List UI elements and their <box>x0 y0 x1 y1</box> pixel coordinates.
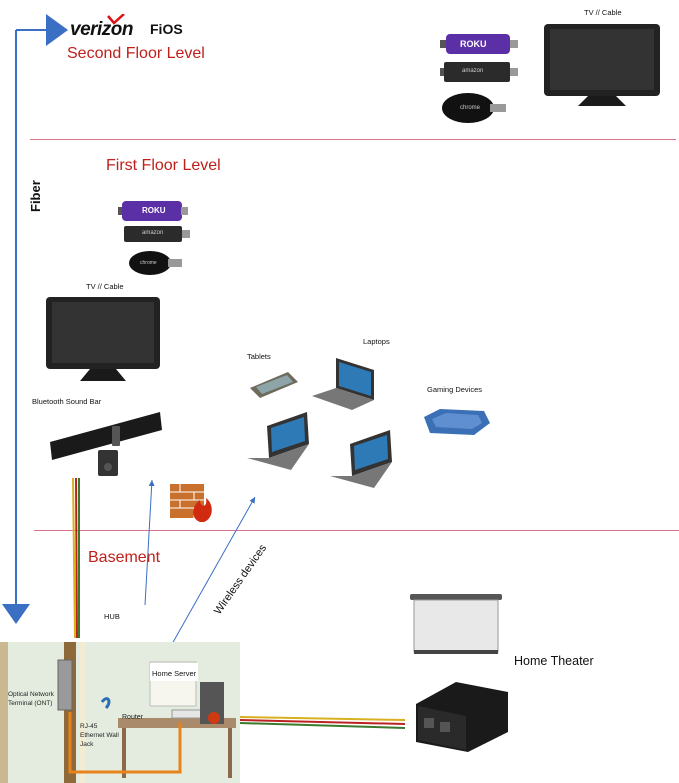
amazon-first-label: amazon <box>142 230 164 236</box>
av-receiver-icon <box>416 682 508 757</box>
router-label: Router <box>122 714 144 721</box>
roku-stick-icon: ROKU <box>440 32 520 61</box>
ont-label: Optical Network Terminal (ONT) <box>8 691 54 707</box>
verizon-wordmark: verizon <box>70 19 134 40</box>
home-theater-label: Home Theater <box>514 654 594 668</box>
wireless-arrow <box>162 496 256 661</box>
tablet-icon <box>250 368 300 405</box>
second-floor-title: Second Floor Level <box>67 45 205 62</box>
hub-to-soundbar-arrow <box>144 479 155 606</box>
laptop-icon-1 <box>312 356 378 419</box>
roku-stick-first-icon: ROKU <box>118 200 190 227</box>
gaming-console-icon <box>424 405 492 442</box>
tablets-label: Tablets <box>247 352 271 361</box>
cable-bundle-horizontal <box>239 716 406 729</box>
verizon-check-icon <box>107 13 125 25</box>
fiber-arrowhead-bottom-icon <box>2 604 30 624</box>
laptop-icon-2 <box>247 410 313 477</box>
tv-second-floor-label: TV // Cable <box>584 8 622 17</box>
fiber-arrowhead-top-icon <box>46 14 68 46</box>
chromecast-first-icon: chrome <box>128 250 188 281</box>
verizon-fios-logo: verizon FiOS <box>68 13 188 40</box>
amazon-stick-first-icon: amazon <box>124 224 194 249</box>
fios-wordmark: FiOS <box>150 21 183 37</box>
soundbar-label: Bluetooth Sound Bar <box>32 397 102 406</box>
tv-first-floor-icon <box>46 297 160 388</box>
cable-bundle-vertical <box>72 477 80 639</box>
laptops-label: Laptops <box>363 337 390 346</box>
ont-scene-illustration <box>0 642 240 783</box>
chromecast-icon: chrome <box>440 92 510 129</box>
amazon-label: amazon <box>462 68 484 74</box>
amazon-stick-icon: amazon <box>440 60 520 89</box>
firewall-icon <box>170 478 214 529</box>
roku-first-label: ROKU <box>142 206 166 215</box>
floor-divider-lower <box>34 530 679 531</box>
rj45-label: RJ-45 Ethernet Wall Jack <box>80 723 119 748</box>
laptop-icon-3 <box>330 428 396 495</box>
tv-first-floor-label: TV // Cable <box>86 282 124 291</box>
soundbar-icon <box>50 412 165 483</box>
home-server-label-box: Home Server <box>150 663 199 681</box>
ont-scene: Optical Network Terminal (ONT) RJ-45 Eth… <box>0 642 240 783</box>
gaming-label: Gaming Devices <box>427 385 483 394</box>
chrome-label: chrome <box>460 105 481 111</box>
projector-screen-icon <box>410 592 502 663</box>
floor-divider-upper <box>30 139 676 140</box>
fiber-line <box>2 14 68 624</box>
hub-label: HUB <box>104 612 120 621</box>
chrome-first-label: chrome <box>140 260 157 266</box>
tv-second-floor-icon <box>544 24 660 113</box>
roku-label: ROKU <box>460 39 487 49</box>
basement-title: Basement <box>88 549 161 566</box>
home-server-label: Home Server <box>152 669 197 678</box>
first-floor-title: First Floor Level <box>106 157 221 174</box>
